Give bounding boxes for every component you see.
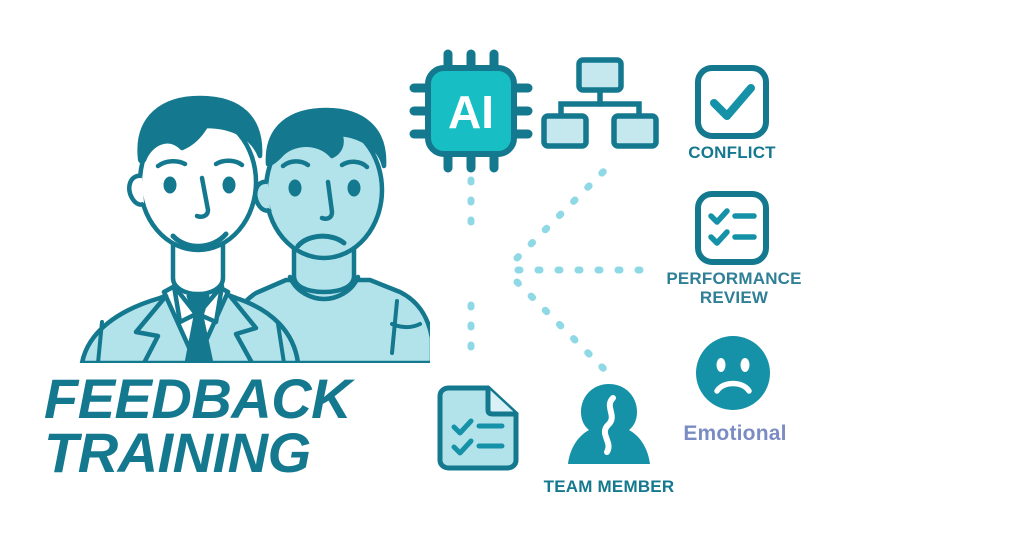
ai-chip-icon[interactable]: AI [406, 46, 536, 176]
two-people-illustration [79, 95, 430, 363]
label-performance-review: PERFORMANCE REVIEW [666, 269, 802, 308]
sad-face-icon[interactable] [694, 334, 772, 412]
page-title: FEEDBACK TRAINING [44, 367, 352, 485]
connector-hub-to-orgchart [513, 158, 617, 262]
label-emotional: Emotional [683, 422, 787, 445]
ai-chip-label: AI [448, 86, 494, 138]
label-conflict: CONFLICT [688, 143, 776, 162]
checklist-square-icon[interactable] [694, 190, 770, 266]
manager-smiling-figure [79, 95, 301, 363]
label-team-member: TEAM MEMBER [543, 477, 675, 496]
person-silhouette-icon[interactable] [566, 382, 652, 468]
checklist-document-icon[interactable] [432, 384, 520, 472]
connector-hub-to-teammember [513, 278, 617, 382]
check-square-icon[interactable] [694, 64, 770, 140]
org-chart-icon[interactable] [541, 56, 659, 150]
